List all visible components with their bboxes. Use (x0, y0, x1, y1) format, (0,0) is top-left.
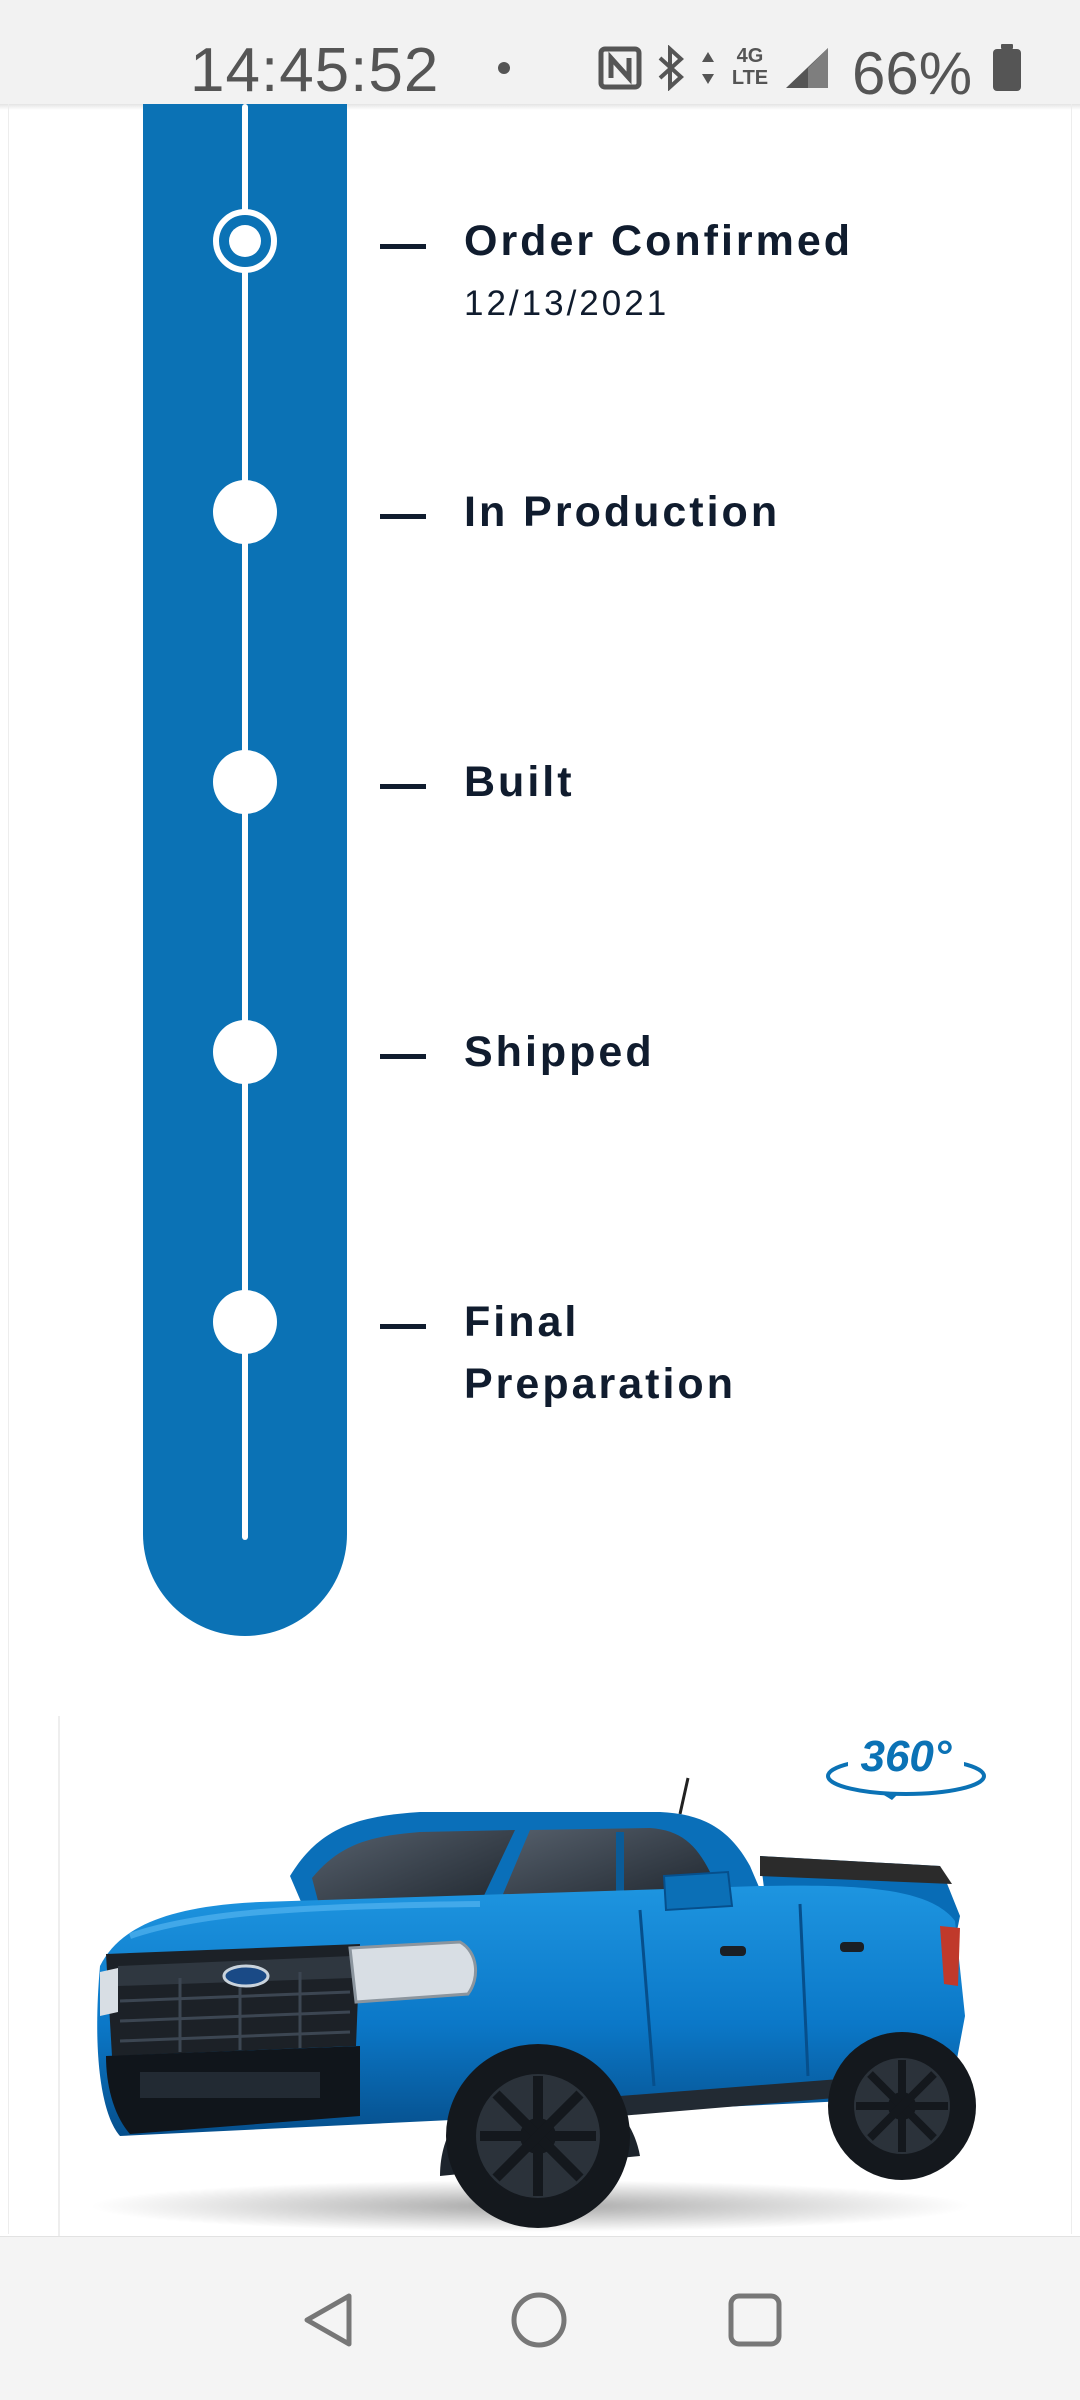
status-bar: 14:45:52 4G LTE 66% (0, 0, 1080, 104)
step-dash (380, 784, 426, 789)
step-node-built (213, 750, 277, 814)
step-dash (380, 514, 426, 519)
step-dash (380, 1324, 426, 1329)
step-node-in-production (213, 480, 277, 544)
truck-illustration (90, 1777, 976, 2232)
nfc-icon (598, 46, 642, 90)
recents-icon (728, 2293, 782, 2347)
step-node-shipped (213, 1020, 277, 1084)
home-icon (511, 2292, 567, 2348)
timeline-line (242, 104, 248, 1540)
recents-button[interactable] (720, 2285, 790, 2355)
bluetooth-icon (658, 45, 684, 91)
view-360-button[interactable]: 360° (822, 1718, 990, 1808)
notification-dot-icon (498, 62, 510, 74)
step-node-order-confirmed (213, 209, 277, 273)
wheel-front (446, 2044, 630, 2228)
step-label-final-preparation: Final Preparation (464, 1298, 736, 1408)
signal-icon (786, 48, 828, 88)
step-date-order-confirmed: 12/13/2021 (464, 284, 670, 323)
back-icon (304, 2293, 352, 2347)
status-time: 14:45:52 (190, 36, 440, 105)
network-type: 4G LTE (731, 45, 769, 89)
step-label-built: Built (464, 758, 575, 806)
step-label-order-confirmed: Order Confirmed (464, 217, 854, 265)
rotate-360-icon (826, 1734, 986, 1800)
page-frame (8, 104, 1072, 2234)
data-arrows-icon (702, 52, 714, 84)
vehicle-image[interactable] (58, 1716, 1022, 2236)
status-bar-shadow (0, 104, 1080, 110)
system-nav-bar (0, 2236, 1080, 2400)
back-button[interactable] (292, 2285, 362, 2355)
step-label-shipped: Shipped (464, 1028, 655, 1076)
home-button[interactable] (504, 2285, 574, 2355)
step-dash (380, 244, 426, 249)
badge-360-label: 360° (860, 1732, 952, 1781)
step-label-in-production: In Production (464, 488, 781, 536)
battery-icon (993, 44, 1021, 91)
step-dash (380, 1054, 426, 1059)
status-icons: 4G LTE (598, 44, 830, 92)
battery-percent: 66% (852, 40, 973, 107)
wheel-rear (828, 2032, 976, 2180)
step-node-final-preparation (213, 1290, 277, 1354)
